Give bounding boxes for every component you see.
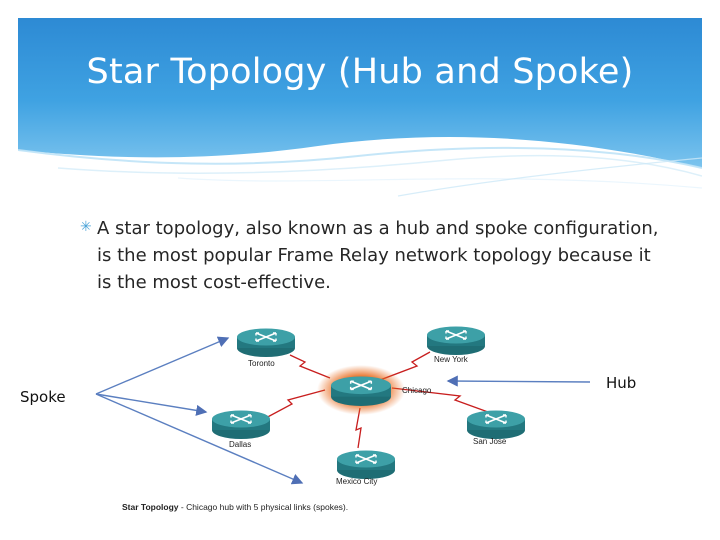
router-newyork-icon — [426, 326, 486, 356]
caption-bold: Star Topology — [122, 502, 179, 512]
router-mexicocity-icon — [336, 450, 396, 480]
diagram-caption: Star Topology - Chicago hub with 5 physi… — [122, 502, 348, 512]
slide-title: Star Topology (Hub and Spoke) — [86, 52, 634, 92]
caption-rest: - Chicago hub with 5 physical links (spo… — [179, 502, 349, 512]
header-band — [18, 18, 702, 197]
node-label-chicago: Chicago — [402, 386, 432, 395]
node-label-mexicocity: Mexico City — [336, 477, 377, 486]
spoke-label: Spoke — [20, 388, 66, 406]
router-sanjose-icon — [466, 410, 526, 440]
router-dallas-icon — [211, 410, 271, 440]
router-toronto-icon — [236, 328, 296, 358]
asterisk-bullet-icon: ✳ — [80, 218, 92, 234]
annotation-arrows — [95, 336, 591, 485]
links — [261, 351, 489, 449]
hub-label: Hub — [606, 374, 637, 392]
router-chicago-hub-icon — [330, 376, 392, 407]
node-label-toronto: Toronto — [248, 359, 275, 368]
node-label-newyork: New York — [434, 355, 469, 364]
node-label-dallas: Dallas — [229, 440, 251, 449]
node-label-sanjose: San Jose — [473, 437, 507, 446]
bullet-text: A star topology, also known as a hub and… — [97, 218, 659, 293]
